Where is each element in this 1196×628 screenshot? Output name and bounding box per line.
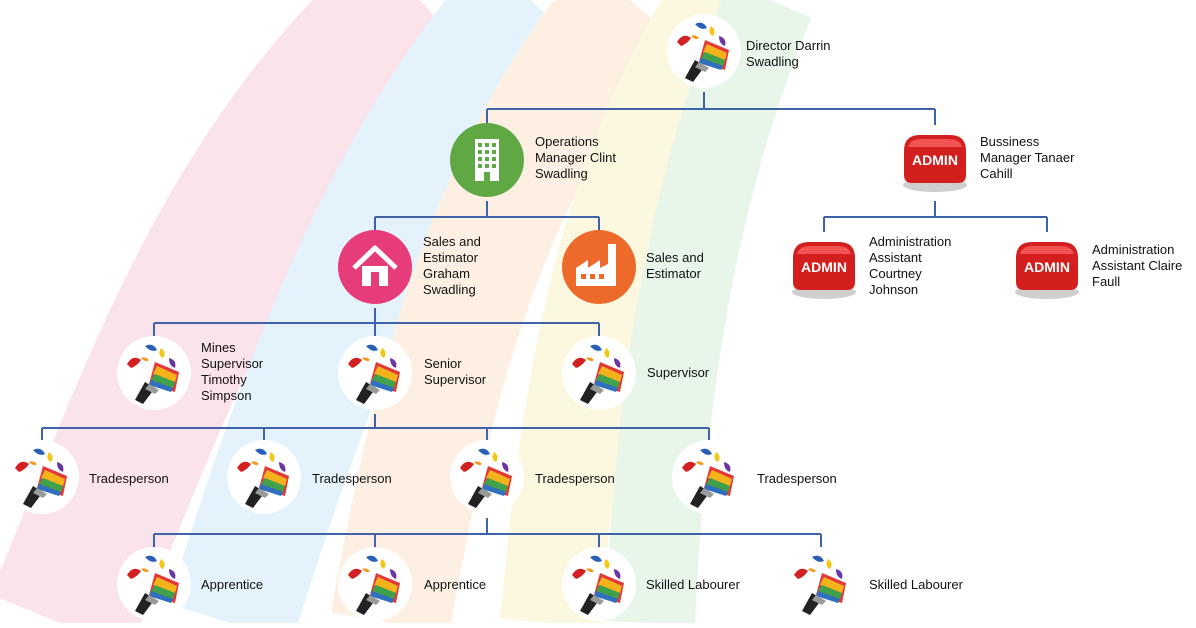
paintbrush-icon — [115, 545, 193, 628]
paintbrush-icon — [670, 438, 748, 521]
node-label-line: Skilled Labourer — [646, 577, 740, 592]
paintbrush-icon — [3, 438, 81, 521]
node-label-line: Supervisor — [424, 372, 487, 387]
node-label-line: Skilled Labourer — [869, 577, 963, 592]
node-label-line: Simpson — [201, 388, 252, 403]
paintbrush-icon — [336, 545, 414, 628]
node-label: Tradesperson — [312, 471, 442, 487]
node-label-line: Administration — [869, 234, 952, 249]
node-label-line: Johnson — [869, 282, 919, 297]
node-label-line: Courtney — [869, 266, 922, 281]
node-label-line: Manager Tanaer — [980, 150, 1075, 165]
node-label: Skilled Labourer — [646, 577, 776, 593]
paintbrush-icon — [448, 438, 526, 521]
admin-badge-text: ADMIN — [1024, 259, 1070, 275]
admin-badge-text: ADMIN — [912, 152, 958, 168]
building-icon — [448, 121, 526, 204]
node-label-line: Mines — [201, 340, 236, 355]
admin-icon: ADMIN — [785, 228, 863, 311]
node-label-line: Tradesperson — [312, 471, 392, 486]
admin-icon: ADMIN — [1008, 228, 1086, 311]
node-label-line: Apprentice — [201, 577, 264, 592]
admin-badge-text: ADMIN — [801, 259, 847, 275]
node-label-line: Swadling — [535, 166, 588, 181]
node-label-line: Apprentice — [424, 577, 487, 592]
paintbrush-icon — [560, 545, 638, 628]
node-label-line: Sales and — [423, 234, 481, 249]
node-label-line: Graham — [423, 266, 470, 281]
node-label-line: Tradesperson — [535, 471, 615, 486]
node-label: Apprentice — [424, 577, 554, 593]
paintbrush-icon — [225, 438, 303, 521]
node-label-line: Estimator — [646, 266, 701, 281]
node-label-line: Swadling — [423, 282, 476, 297]
node-label-line: Assistant — [869, 250, 922, 265]
node-label-line: Cahill — [980, 166, 1013, 181]
paintbrush-icon — [115, 334, 193, 417]
node-label-line: Swadling — [746, 54, 799, 69]
node-label-line: Faull — [1092, 274, 1121, 289]
house-icon — [336, 228, 414, 311]
node-label: Skilled Labourer — [869, 577, 999, 593]
paintbrush-icon — [665, 12, 743, 95]
node-label-line: Tradesperson — [89, 471, 169, 486]
paintbrush-icon — [782, 545, 860, 628]
node-label: Apprentice — [201, 577, 331, 593]
admin-icon: ADMIN — [896, 121, 974, 204]
node-label-line: Bussiness — [980, 134, 1040, 149]
node-label: Supervisor — [647, 365, 777, 381]
node-label-line: Estimator — [423, 250, 478, 265]
node-label-line: Administration — [1092, 242, 1175, 257]
paintbrush-icon — [560, 334, 638, 417]
node-label-line: Assistant Claire — [1092, 258, 1183, 273]
paintbrush-icon — [336, 334, 414, 417]
node-label-line: Manager Clint — [535, 150, 616, 165]
node-label-line: Operations — [535, 134, 599, 149]
node-label-line: Supervisor — [647, 365, 710, 380]
node-label-line: Sales and — [646, 250, 704, 265]
node-label-line: Tradesperson — [757, 471, 837, 486]
node-label-line: Director Darrin — [746, 38, 831, 53]
node-label-line: Supervisor — [201, 356, 264, 371]
node-label: Tradesperson — [757, 471, 887, 487]
node-label-line: Timothy — [201, 372, 247, 387]
factory-icon — [560, 228, 638, 311]
node-label: Tradesperson — [535, 471, 665, 487]
node-label-line: Senior — [424, 356, 462, 371]
node-label: Tradesperson — [89, 471, 219, 487]
